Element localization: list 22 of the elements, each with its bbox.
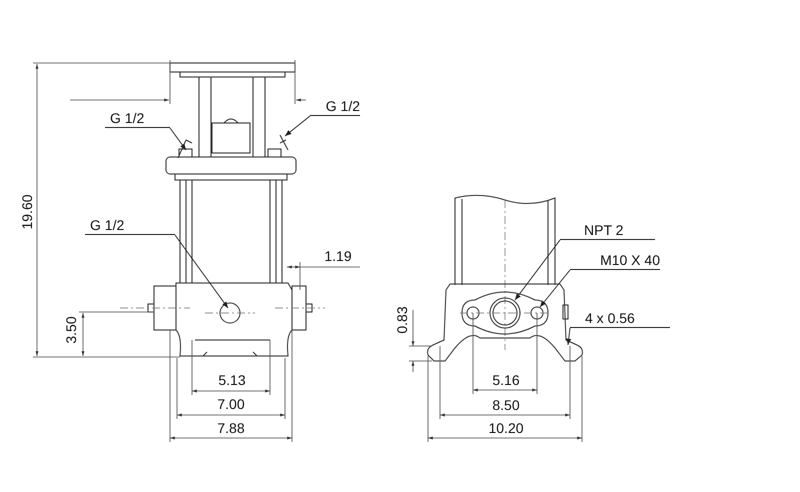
callout-label: G 1/2 xyxy=(105,110,170,128)
dimension-value: 3.50 xyxy=(64,316,78,344)
dimension-value: 0.83 xyxy=(395,306,409,334)
dimension-value: 1.19 xyxy=(324,249,352,263)
dimension-value: 7.88 xyxy=(217,421,245,435)
leader-line xyxy=(170,128,186,150)
dimension-value: 7.00 xyxy=(217,397,245,411)
leader-line xyxy=(174,234,228,308)
leader-line xyxy=(284,116,310,136)
callout-label: M10 X 40 xyxy=(570,251,660,270)
callout-label: G 1/2 xyxy=(310,99,360,116)
leader-line xyxy=(540,270,570,308)
leader-line xyxy=(514,240,560,300)
dimension-value: 5.13 xyxy=(218,373,246,387)
leader-line xyxy=(566,328,572,346)
callout-label: 4 x 0.56 xyxy=(570,305,670,328)
dimension-value: 8.50 xyxy=(492,398,520,412)
callout-label: NPT 2 xyxy=(560,222,655,240)
dimension-value: 10.20 xyxy=(488,421,524,435)
dimension-value: 19.60 xyxy=(20,194,34,230)
callout-label: G 1/2 xyxy=(85,218,175,235)
dimension-value: 5.16 xyxy=(492,373,520,387)
